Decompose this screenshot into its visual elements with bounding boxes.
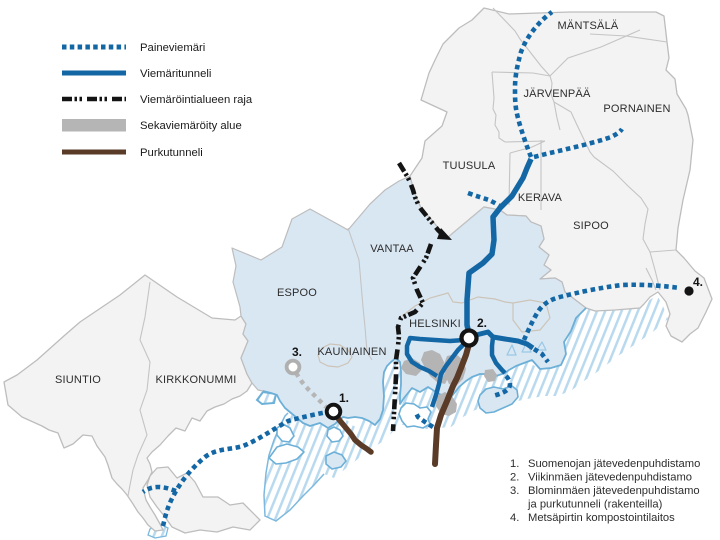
svg-text:Sekaviemäröity alue: Sekaviemäröity alue [140,120,242,132]
svg-text:Viemäritunneli: Viemäritunneli [140,68,211,80]
svg-text:MÄNTSÄLÄ: MÄNTSÄLÄ [558,20,619,32]
svg-text:3.: 3. [292,345,302,359]
svg-text:1.: 1. [510,458,519,470]
svg-text:SIPOO: SIPOO [573,220,609,232]
svg-text:4.: 4. [510,512,519,524]
svg-text:KIRKKONUMMI: KIRKKONUMMI [155,374,236,386]
svg-text:Purkutunneli: Purkutunneli [140,147,203,159]
svg-text:JÄRVENPÄÄ: JÄRVENPÄÄ [523,88,590,100]
svg-text:Suomenojan jätevedenpuhdistamo: Suomenojan jätevedenpuhdistamo [528,458,700,470]
svg-text:ESPOO: ESPOO [277,287,317,299]
svg-text:4.: 4. [693,275,703,289]
svg-text:Viemäröintialueen raja: Viemäröintialueen raja [140,94,253,106]
svg-text:Viikinmäen jätevedenpuhdistamo: Viikinmäen jätevedenpuhdistamo [528,472,692,484]
svg-text:2.: 2. [477,316,487,330]
svg-text:VANTAA: VANTAA [370,243,414,255]
svg-text:TUUSULA: TUUSULA [443,160,496,172]
svg-text:KAUNIAINEN: KAUNIAINEN [317,346,386,358]
svg-text:ja purkutunneli (rakenteilla): ja purkutunneli (rakenteilla) [527,499,663,511]
svg-text:SIUNTIO: SIUNTIO [55,374,101,386]
svg-text:Paineviemäri: Paineviemäri [140,42,205,54]
svg-text:3.: 3. [510,485,519,497]
svg-text:2.: 2. [510,472,519,484]
svg-text:Blominmäen jätevedenpuhdistamo: Blominmäen jätevedenpuhdistamo [528,485,700,497]
svg-text:HELSINKI: HELSINKI [409,318,461,330]
svg-text:1.: 1. [339,391,349,405]
svg-text:Metsäpirtin kompostointilaitos: Metsäpirtin kompostointilaitos [528,512,675,524]
svg-text:KERAVA: KERAVA [518,192,563,204]
svg-text:PORNAINEN: PORNAINEN [603,103,670,115]
